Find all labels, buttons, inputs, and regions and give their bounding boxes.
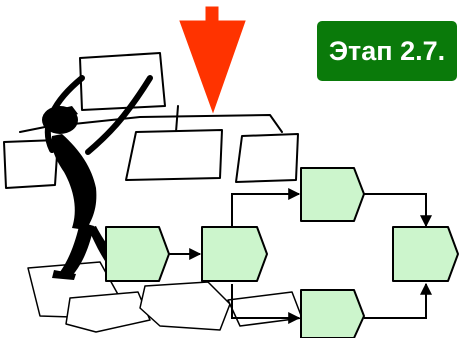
process-step-bottom <box>301 290 364 338</box>
paper-sheet <box>228 292 302 326</box>
org-box-right <box>236 134 298 182</box>
paper-sheet <box>140 282 230 330</box>
stage-badge: Этап 2.7. <box>317 21 457 81</box>
paper-sheet <box>66 292 150 332</box>
process-step-2 <box>202 227 267 281</box>
held-box <box>80 53 165 110</box>
org-box-middle <box>126 130 222 180</box>
process-step-top <box>301 168 364 221</box>
process-step-end <box>393 227 458 281</box>
connector-2-to-top <box>232 194 299 226</box>
connector-top-to-end <box>364 194 426 226</box>
red-triangle-down-icon <box>180 7 245 112</box>
connector-bottom-to-end <box>364 284 426 318</box>
org-connector <box>176 106 178 132</box>
process-step-1 <box>106 227 169 281</box>
